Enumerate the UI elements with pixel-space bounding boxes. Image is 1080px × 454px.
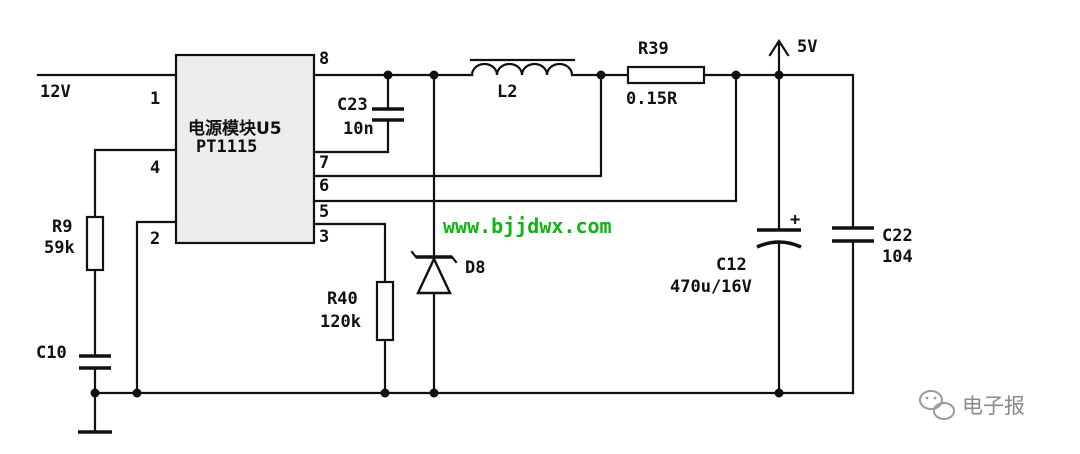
pin-6-label: 6: [319, 176, 329, 196]
pin-4-label: 4: [150, 158, 160, 178]
r39-ref: R39: [638, 39, 669, 59]
pin-2-label: 2: [150, 229, 160, 249]
r9-value: 59k: [44, 238, 75, 258]
c12-ref: C12: [716, 255, 747, 275]
ic-part-number: PT1115: [196, 137, 257, 157]
resistor-r40: [375, 280, 395, 342]
pin-5-label: 5: [319, 202, 329, 222]
diode-d8: [410, 250, 458, 295]
r9-ref: R9: [52, 217, 72, 237]
capacitor-c10: [79, 354, 111, 370]
vin-label: 12V: [40, 82, 71, 102]
c12-polarity: +: [790, 210, 800, 230]
l2-label: L2: [497, 82, 517, 102]
vout-arrow: [768, 38, 790, 77]
d8-ref: D8: [465, 258, 485, 278]
c22-value: 104: [882, 247, 913, 267]
inductor-l2: [469, 58, 576, 77]
r40-value: 120k: [320, 312, 361, 332]
resistor-r9: [85, 215, 105, 272]
c10-ref: C10: [36, 343, 67, 363]
r39-value: 0.15R: [626, 89, 678, 109]
capacitor-c23: [372, 107, 404, 122]
pin-1-label: 1: [150, 89, 160, 109]
resistor-r39: [626, 65, 706, 85]
pin-7-label: 7: [319, 153, 329, 173]
capacitor-c22: [832, 226, 874, 243]
website-watermark: www.bjjdwx.com: [443, 214, 612, 238]
watermark-text: 电子报: [962, 394, 1025, 418]
pin-3-label: 3: [319, 227, 329, 247]
ic-module-u5: [174, 53, 316, 245]
wechat-icon: [919, 390, 955, 420]
pin-8-label: 8: [319, 49, 329, 69]
c23-ref: C23: [337, 95, 368, 115]
vout-label: 5V: [797, 37, 817, 57]
c22-ref: C22: [882, 226, 913, 246]
ic-name: 电源模块U5: [188, 118, 282, 139]
c23-value: 10n: [343, 119, 374, 139]
capacitor-c12: [756, 228, 802, 249]
wires: [36, 73, 855, 434]
r40-ref: R40: [327, 289, 358, 309]
c12-value: 470u/16V: [670, 277, 752, 297]
